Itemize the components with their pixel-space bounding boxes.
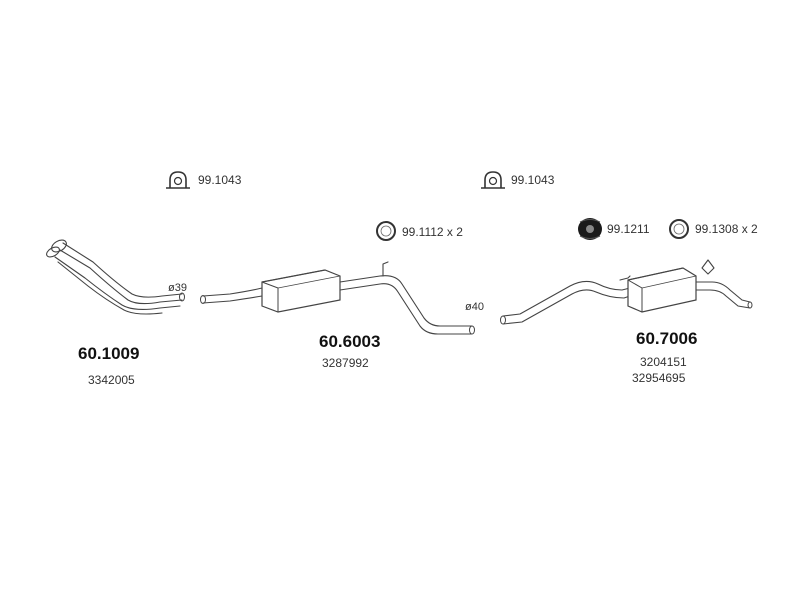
rubber-mount-part-number: 99.1211	[607, 222, 650, 236]
front-pipe-drawing	[46, 239, 185, 315]
middle-silencer-part-number: 60.6003	[319, 332, 381, 351]
rear-silencer-drawing	[500, 259, 753, 325]
rubber-mount-icon	[578, 218, 602, 240]
middle-silencer-diameter: ø40	[465, 301, 484, 313]
front-pipe-diameter: ø39	[168, 282, 187, 294]
ring-part-number-left: 99.1112 x 2	[402, 225, 463, 239]
front-pipe-oe-number: 3342005	[88, 373, 135, 387]
middle-silencer-oe-number: 3287992	[322, 356, 369, 370]
ring-icon	[376, 221, 396, 241]
clamp-icon	[166, 171, 190, 189]
clamp-icon	[481, 171, 505, 189]
rear-silencer-oe-number: 32954695	[632, 371, 686, 385]
clamp-part-number-right: 99.1043	[511, 173, 555, 187]
clamp-part-number-left: 99.1043	[198, 173, 242, 187]
front-pipe-part-number: 60.1009	[78, 344, 140, 363]
ring-icon	[669, 219, 689, 239]
ring-part-number-right: 99.1308 x 2	[695, 222, 758, 236]
rear-silencer-oe-number: 3204151	[640, 355, 687, 369]
rear-silencer-part-number: 60.7006	[636, 329, 698, 348]
middle-silencer-drawing	[200, 261, 475, 335]
